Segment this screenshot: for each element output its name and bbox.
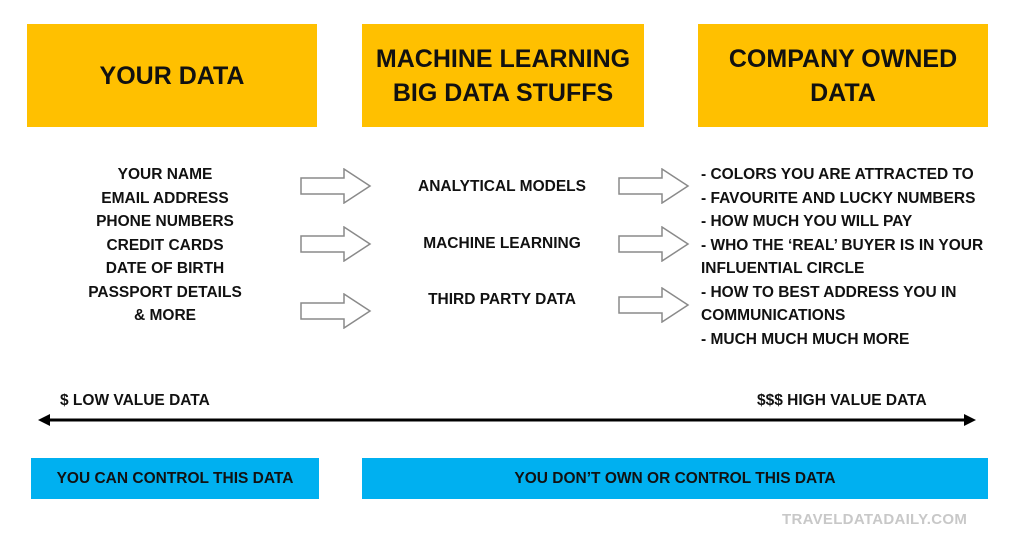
your-data-header-text: YOUR DATA [99, 61, 245, 90]
right-arrow-icon [300, 226, 372, 262]
process-machine-learning: MACHINE LEARNING [423, 235, 581, 252]
your-data-header: YOUR DATA [27, 24, 317, 127]
control-data-banner: YOU CAN CONTROL THIS DATA [31, 458, 319, 499]
list-item: PASSPORT DETAILS [88, 283, 242, 301]
list-item: YOUR NAME [117, 166, 213, 183]
list-item: - HOW TO BEST ADDRESS YOU IN [701, 283, 957, 301]
watermark: TRAVELDATADAILY.COM [782, 511, 968, 528]
high-value-label: $$$ HIGH VALUE DATA [757, 392, 927, 409]
list-item: - WHO THE ‘REAL’ BUYER IS IN YOUR [701, 236, 984, 254]
your-data-list: YOUR NAME EMAIL ADDRESS PHONE NUMBERS CR… [50, 163, 280, 328]
list-item: - COLORS YOU ARE ATTRACTED TO [701, 166, 974, 183]
low-value-label: $ LOW VALUE DATA [60, 392, 210, 409]
list-item: INFLUENTIAL CIRCLE [701, 260, 865, 277]
machine-learning-header: MACHINE LEARNING BIG DATA STUFFS [362, 24, 644, 127]
list-item: PHONE NUMBERS [96, 213, 234, 230]
list-item: & MORE [134, 307, 196, 324]
right-arrow-icon [618, 287, 690, 323]
right-arrow-icon [618, 168, 690, 204]
process-third-party-data: THIRD PARTY DATA [428, 291, 576, 308]
machine-learning-header-text: MACHINE LEARNING BIG DATA STUFFS [375, 44, 631, 107]
list-item: DATE OF BIRTH [105, 260, 225, 277]
no-control-data-banner: YOU DON’T OWN OR CONTROL THIS DATA [362, 458, 988, 499]
control-data-text: YOU CAN CONTROL THIS DATA [56, 469, 294, 487]
company-owned-data-header: COMPANY OWNED DATA [698, 24, 988, 127]
value-scale-double-arrow [38, 414, 976, 426]
right-arrow-icon [300, 168, 372, 204]
company-data-list: - COLORS YOU ARE ATTRACTED TO - FAVOURIT… [701, 163, 1021, 351]
no-control-data-text: YOU DON’T OWN OR CONTROL THIS DATA [514, 469, 836, 487]
list-item: EMAIL ADDRESS [101, 189, 229, 207]
list-item: CREDIT CARDS [106, 236, 224, 254]
right-arrow-icon [300, 293, 372, 329]
list-item: - HOW MUCH YOU WILL PAY [701, 213, 913, 230]
list-item: COMMUNICATIONS [701, 307, 846, 324]
process-analytical-models: ANALYTICAL MODELS [418, 178, 586, 195]
list-item: - MUCH MUCH MUCH MORE [701, 330, 910, 348]
company-owned-data-header-text: COMPANY OWNED DATA [728, 44, 958, 107]
list-item: - FAVOURITE AND LUCKY NUMBERS [701, 189, 976, 207]
right-arrow-icon [618, 226, 690, 262]
